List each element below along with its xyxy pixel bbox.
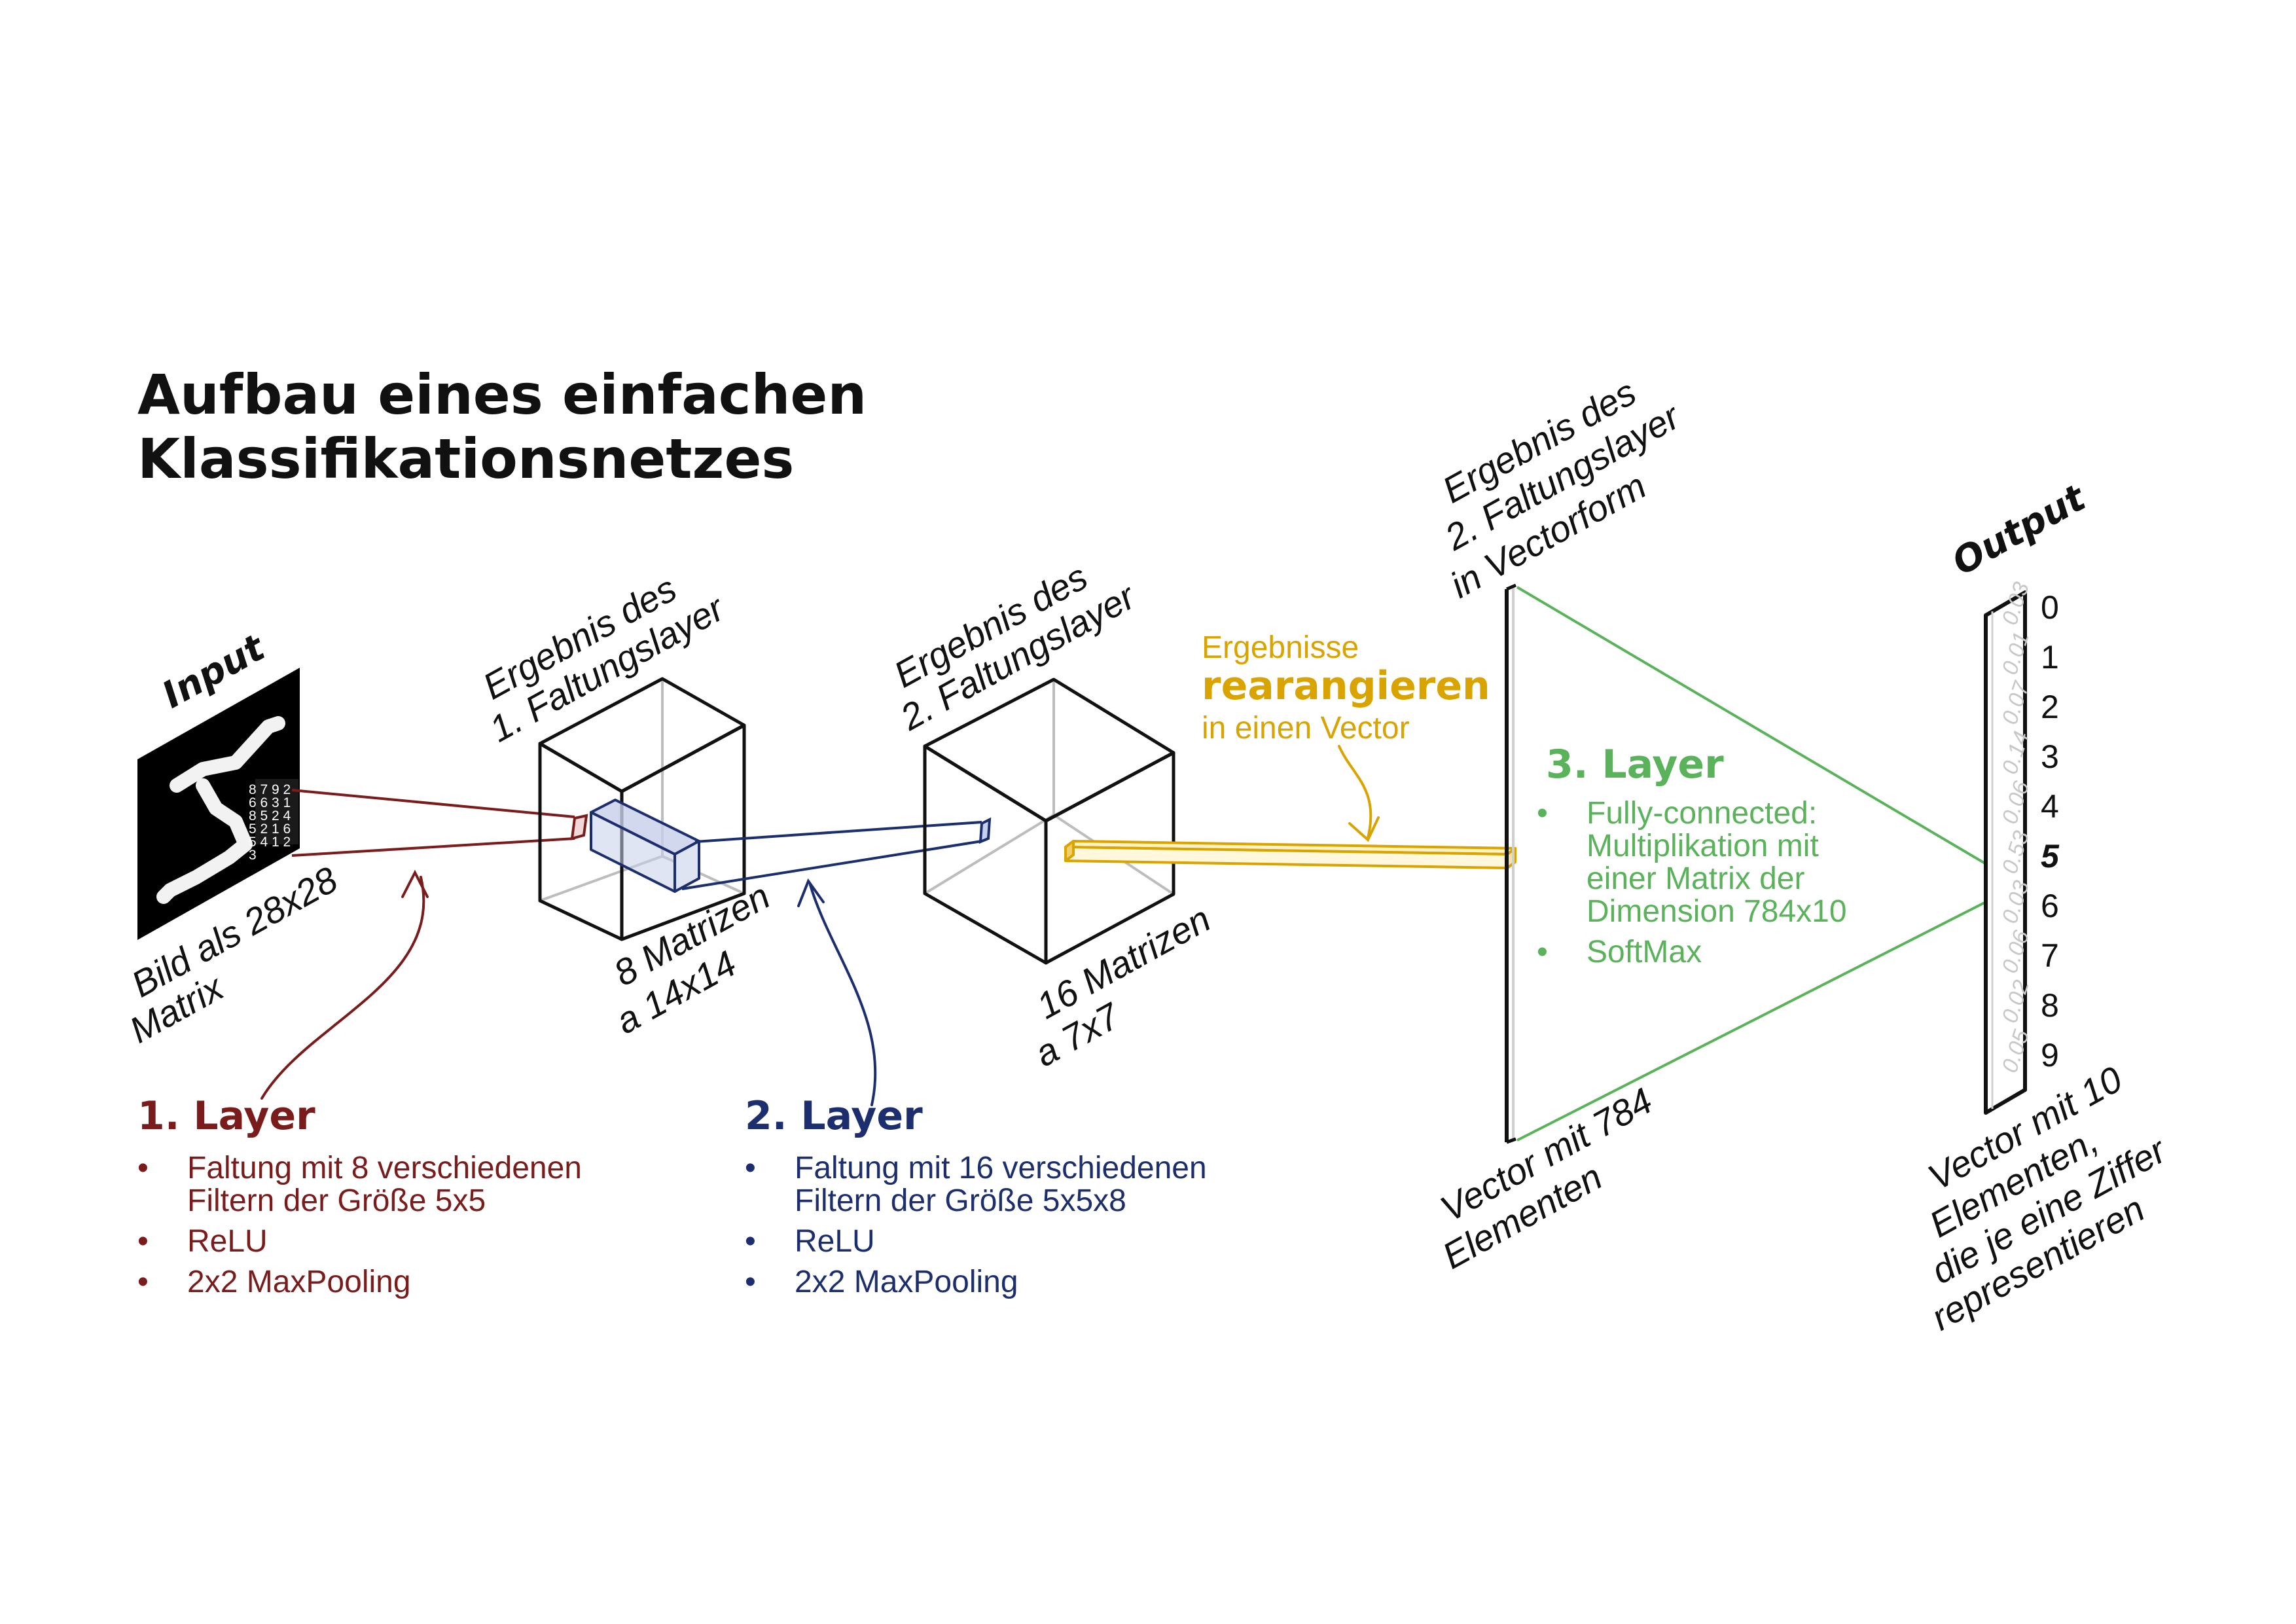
output-digit: 4	[2041, 788, 2059, 825]
rearrange-arrow-icon	[1338, 745, 1380, 842]
input-matrix-row: 3	[249, 848, 257, 863]
flattened-vector	[1505, 583, 1516, 1144]
layer3-bullet-0-line-3: Dimension 784x10	[1587, 894, 1847, 929]
layer1-bullet-2-marker: •	[137, 1265, 149, 1299]
layer2-title: 2. Layer	[745, 1093, 923, 1139]
title-line-1: Aufbau eines einfachen	[137, 363, 867, 427]
layer3-title: 3. Layer	[1546, 742, 1724, 787]
output-digit: 1	[2041, 639, 2059, 676]
layer2-connection	[681, 817, 992, 890]
input-matrix-row: 6 6 3 1	[249, 795, 291, 810]
layer1-bullet-0-line-0: Faltung mit 8 verschiedenen	[187, 1151, 582, 1185]
output-title: Output	[1945, 476, 2094, 584]
layer2-arrow-icon	[797, 878, 877, 1106]
input-matrix-row: 5 2 1 6	[249, 821, 291, 837]
title-line-2: Klassifikationsnetzes	[137, 427, 794, 491]
input-image	[137, 668, 300, 940]
output-digits: 0 1 2 3 4 5 6 7 8 9	[2041, 589, 2060, 1074]
rearrange-line-1: Ergebnisse	[1202, 630, 1359, 665]
rearrange-line-3: in einen Vector	[1202, 711, 1410, 746]
output-digit: 0	[2041, 589, 2059, 626]
input-matrix-row: 8 5 2 4	[249, 808, 291, 823]
layer1-bullet-0-marker: •	[137, 1151, 149, 1185]
layer2-bullet-1-line-0: ReLU	[795, 1224, 875, 1259]
input-matrix-row: 5 4 1 2	[249, 835, 291, 850]
rearrange-line-2: rearangieren	[1202, 663, 1490, 709]
layer2-bullet-1-marker: •	[745, 1224, 756, 1259]
layer1-bullet-1-line-0: ReLU	[187, 1224, 268, 1259]
layer3-bullets: • Fully-connected:Multiplikation miteiner…	[1537, 796, 1847, 969]
layer1-arrow-icon	[260, 869, 429, 1100]
layer3-bullet-0-line-2: einer Matrix der	[1587, 861, 1804, 896]
output-digit: 5	[2041, 838, 2060, 875]
output-value: 0.03	[1997, 579, 2034, 628]
layer1-connection	[291, 789, 588, 857]
input-matrix-values: 8 7 9 26 6 3 18 5 2 45 2 1 65 4 1 23	[249, 782, 291, 863]
cube1-receptive-field	[590, 799, 700, 893]
layer1-bullet-1-marker: •	[137, 1224, 149, 1259]
output-digit: 9	[2041, 1037, 2059, 1074]
output-digit: 8	[2041, 987, 2059, 1024]
layer2-bullet-0-marker: •	[745, 1151, 756, 1185]
rearrange-bar	[1064, 840, 1516, 869]
layer2-bullet-0-line-0: Faltung mit 16 verschiedenen	[795, 1151, 1207, 1185]
layer2-bullet-2-line-0: 2x2 MaxPooling	[795, 1265, 1018, 1299]
output-digit: 3	[2041, 738, 2059, 775]
input-matrix-row: 8 7 9 2	[249, 782, 291, 797]
layer3-bullet-1-line-0: SoftMax	[1587, 935, 1702, 969]
layer3-bullet-0-line-1: Multiplikation mit	[1587, 829, 1819, 863]
output-digit: 7	[2041, 937, 2059, 974]
layer1-bullet-0-line-1: Filtern der Größe 5x5	[187, 1183, 486, 1218]
output-vector	[1984, 590, 2027, 1115]
cube2-size-line-1: 16 Matrizen	[1030, 898, 1217, 1027]
layer1-bullet-2-line-0: 2x2 MaxPooling	[187, 1265, 411, 1299]
layer2-bullet-2-marker: •	[745, 1265, 756, 1299]
output-digit: 2	[2041, 689, 2059, 725]
layer1-title: 1. Layer	[137, 1093, 315, 1139]
fully-connected-lines	[1516, 586, 1990, 1142]
layer3-bullet-0-line-0: Fully-connected:	[1587, 796, 1817, 831]
layer3-bullet-1-marker: •	[1537, 935, 1548, 969]
output-digit: 6	[2041, 888, 2059, 924]
layer3-bullet-0-marker: •	[1537, 796, 1548, 831]
layer2-bullet-0-line-1: Filtern der Größe 5x5x8	[795, 1183, 1126, 1218]
cube-layer2-output	[923, 677, 1175, 965]
